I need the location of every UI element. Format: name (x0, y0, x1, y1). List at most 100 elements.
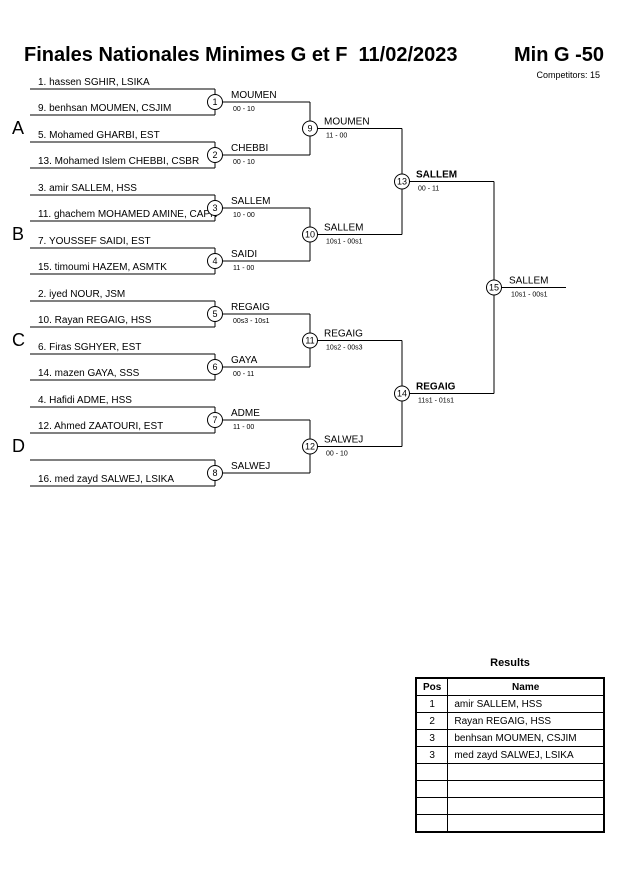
round1-winner: ADME (231, 408, 260, 419)
match-number: 15 (489, 283, 499, 293)
result-position (415, 763, 449, 781)
match-number: 14 (397, 389, 407, 399)
result-position (415, 780, 449, 798)
result-name (447, 814, 605, 833)
round2-score: 10s2 - 00s3 (326, 345, 363, 352)
result-position: 1 (415, 695, 449, 713)
result-name (447, 763, 605, 781)
round1-score: 00s3 - 10s1 (233, 318, 270, 325)
semifinal-winner: REGAIG (416, 382, 456, 393)
match-number-circle (207, 359, 223, 375)
round1-score: 10 - 00 (233, 212, 255, 219)
result-position: 3 (415, 746, 449, 764)
competitor-name: 2. iyed NOUR, JSM (38, 289, 125, 300)
round2-winner: MOUMEN (324, 117, 370, 128)
match-number: 1 (212, 97, 217, 107)
results-row (415, 780, 605, 798)
match-number: 8 (212, 468, 217, 478)
round1-score: 00 - 11 (233, 371, 254, 378)
result-name: med zayd SALWEJ, LSIKA (447, 746, 605, 764)
round1-score: 11 - 00 (233, 265, 254, 272)
competitor-name: 11. ghachem MOHAMED AMINE, CAPN (38, 209, 217, 220)
match-number-circle (302, 120, 318, 137)
match-number: 3 (212, 203, 217, 213)
round1-winner: SALWEJ (231, 461, 270, 472)
round1-winner: REGAIG (231, 302, 270, 313)
competitor-name: 5. Mohamed GHARBI, EST (38, 130, 160, 141)
match-number: 7 (212, 415, 217, 425)
results-header-row: Pos Name (415, 677, 605, 696)
round2-score: 10s1 - 00s1 (326, 239, 363, 246)
match-number: 4 (212, 256, 217, 266)
competitors-count: Competitors: 15 (536, 70, 600, 80)
result-position (415, 814, 449, 833)
pool-label: B (12, 224, 24, 244)
match-number-circle (207, 94, 223, 110)
match-number-circle (207, 253, 223, 269)
semifinal-winner: SALLEM (416, 170, 457, 181)
result-position: 3 (415, 729, 449, 747)
match-number-circle (207, 412, 223, 428)
match-number-circle (486, 279, 502, 296)
pool-label: D (12, 436, 25, 456)
tournament-bracket: 1. hassen SGHIR, LSIKA 9. benhsan MOUMEN,… (12, 77, 566, 487)
results-row (415, 814, 605, 833)
competitor-name: 12. Ahmed ZAATOURI, EST (38, 421, 163, 432)
round1-score: 00 - 10 (233, 159, 255, 166)
competitor-name: 4. Hafidi ADME, HSS (38, 395, 132, 406)
results-row (415, 797, 605, 815)
results-title: Results (490, 657, 530, 669)
round2-score: 00 - 10 (326, 451, 348, 458)
round1-score: 00 - 10 (233, 106, 255, 113)
round1-winner: GAYA (231, 355, 258, 366)
round1-winner: MOUMEN (231, 90, 277, 101)
match-number: 9 (307, 124, 312, 134)
match-number-circle (207, 465, 223, 481)
match-number-circle (302, 332, 318, 349)
competitor-name: 9. benhsan MOUMEN, CSJIM (38, 103, 171, 114)
semifinal-score: 00 - 11 (418, 186, 439, 193)
match-number-circle (207, 306, 223, 322)
weight-category: Min G -50 (513, 44, 604, 66)
round2-winner: SALLEM (324, 223, 363, 234)
round2-score: 11 - 00 (326, 133, 347, 140)
competitor-name: 6. Firas SGHYER, EST (38, 342, 141, 353)
result-name: amir SALLEM, HSS (447, 695, 605, 713)
match-number: 6 (212, 362, 217, 372)
match-number: 12 (305, 442, 315, 452)
competitor-name: 1. hassen SGHIR, LSIKA (38, 77, 150, 88)
match-number-circle (394, 385, 410, 402)
competitor-name: 3. amir SALLEM, HSS (38, 183, 137, 194)
competitor-name: 15. timoumi HAZEM, ASMTK (38, 262, 167, 273)
match-number: 13 (397, 177, 407, 187)
match-number: 2 (212, 150, 217, 160)
competitor-name: 10. Rayan REGAIG, HSS (38, 315, 152, 326)
results-header-name: Name (447, 677, 605, 696)
match-number-circle (302, 438, 318, 455)
competitor-name: 14. mazen GAYA, SSS (38, 368, 140, 379)
round2-winner: REGAIG (324, 329, 363, 340)
result-name: Rayan REGAIG, HSS (447, 712, 605, 730)
match-number-circle (394, 173, 410, 190)
round1-winner: CHEBBI (231, 143, 268, 154)
round1-winner: SALLEM (231, 196, 270, 207)
match-number: 10 (305, 230, 315, 240)
round1-score: 11 - 00 (233, 424, 254, 431)
result-name (447, 780, 605, 798)
result-name: benhsan MOUMEN, CSJIM (447, 729, 605, 747)
round1-winner: SAIDI (231, 249, 257, 260)
result-name (447, 797, 605, 815)
match-number-circle (302, 226, 318, 243)
match-number: 5 (212, 309, 217, 319)
round2-winner: SALWEJ (324, 435, 363, 446)
match-number-circle (207, 200, 223, 216)
results-header-pos: Pos (415, 677, 449, 696)
match-number-circle (207, 147, 223, 163)
competitor-name: 13. Mohamed Islem CHEBBI, CSBR (38, 156, 199, 167)
result-position (415, 797, 449, 815)
